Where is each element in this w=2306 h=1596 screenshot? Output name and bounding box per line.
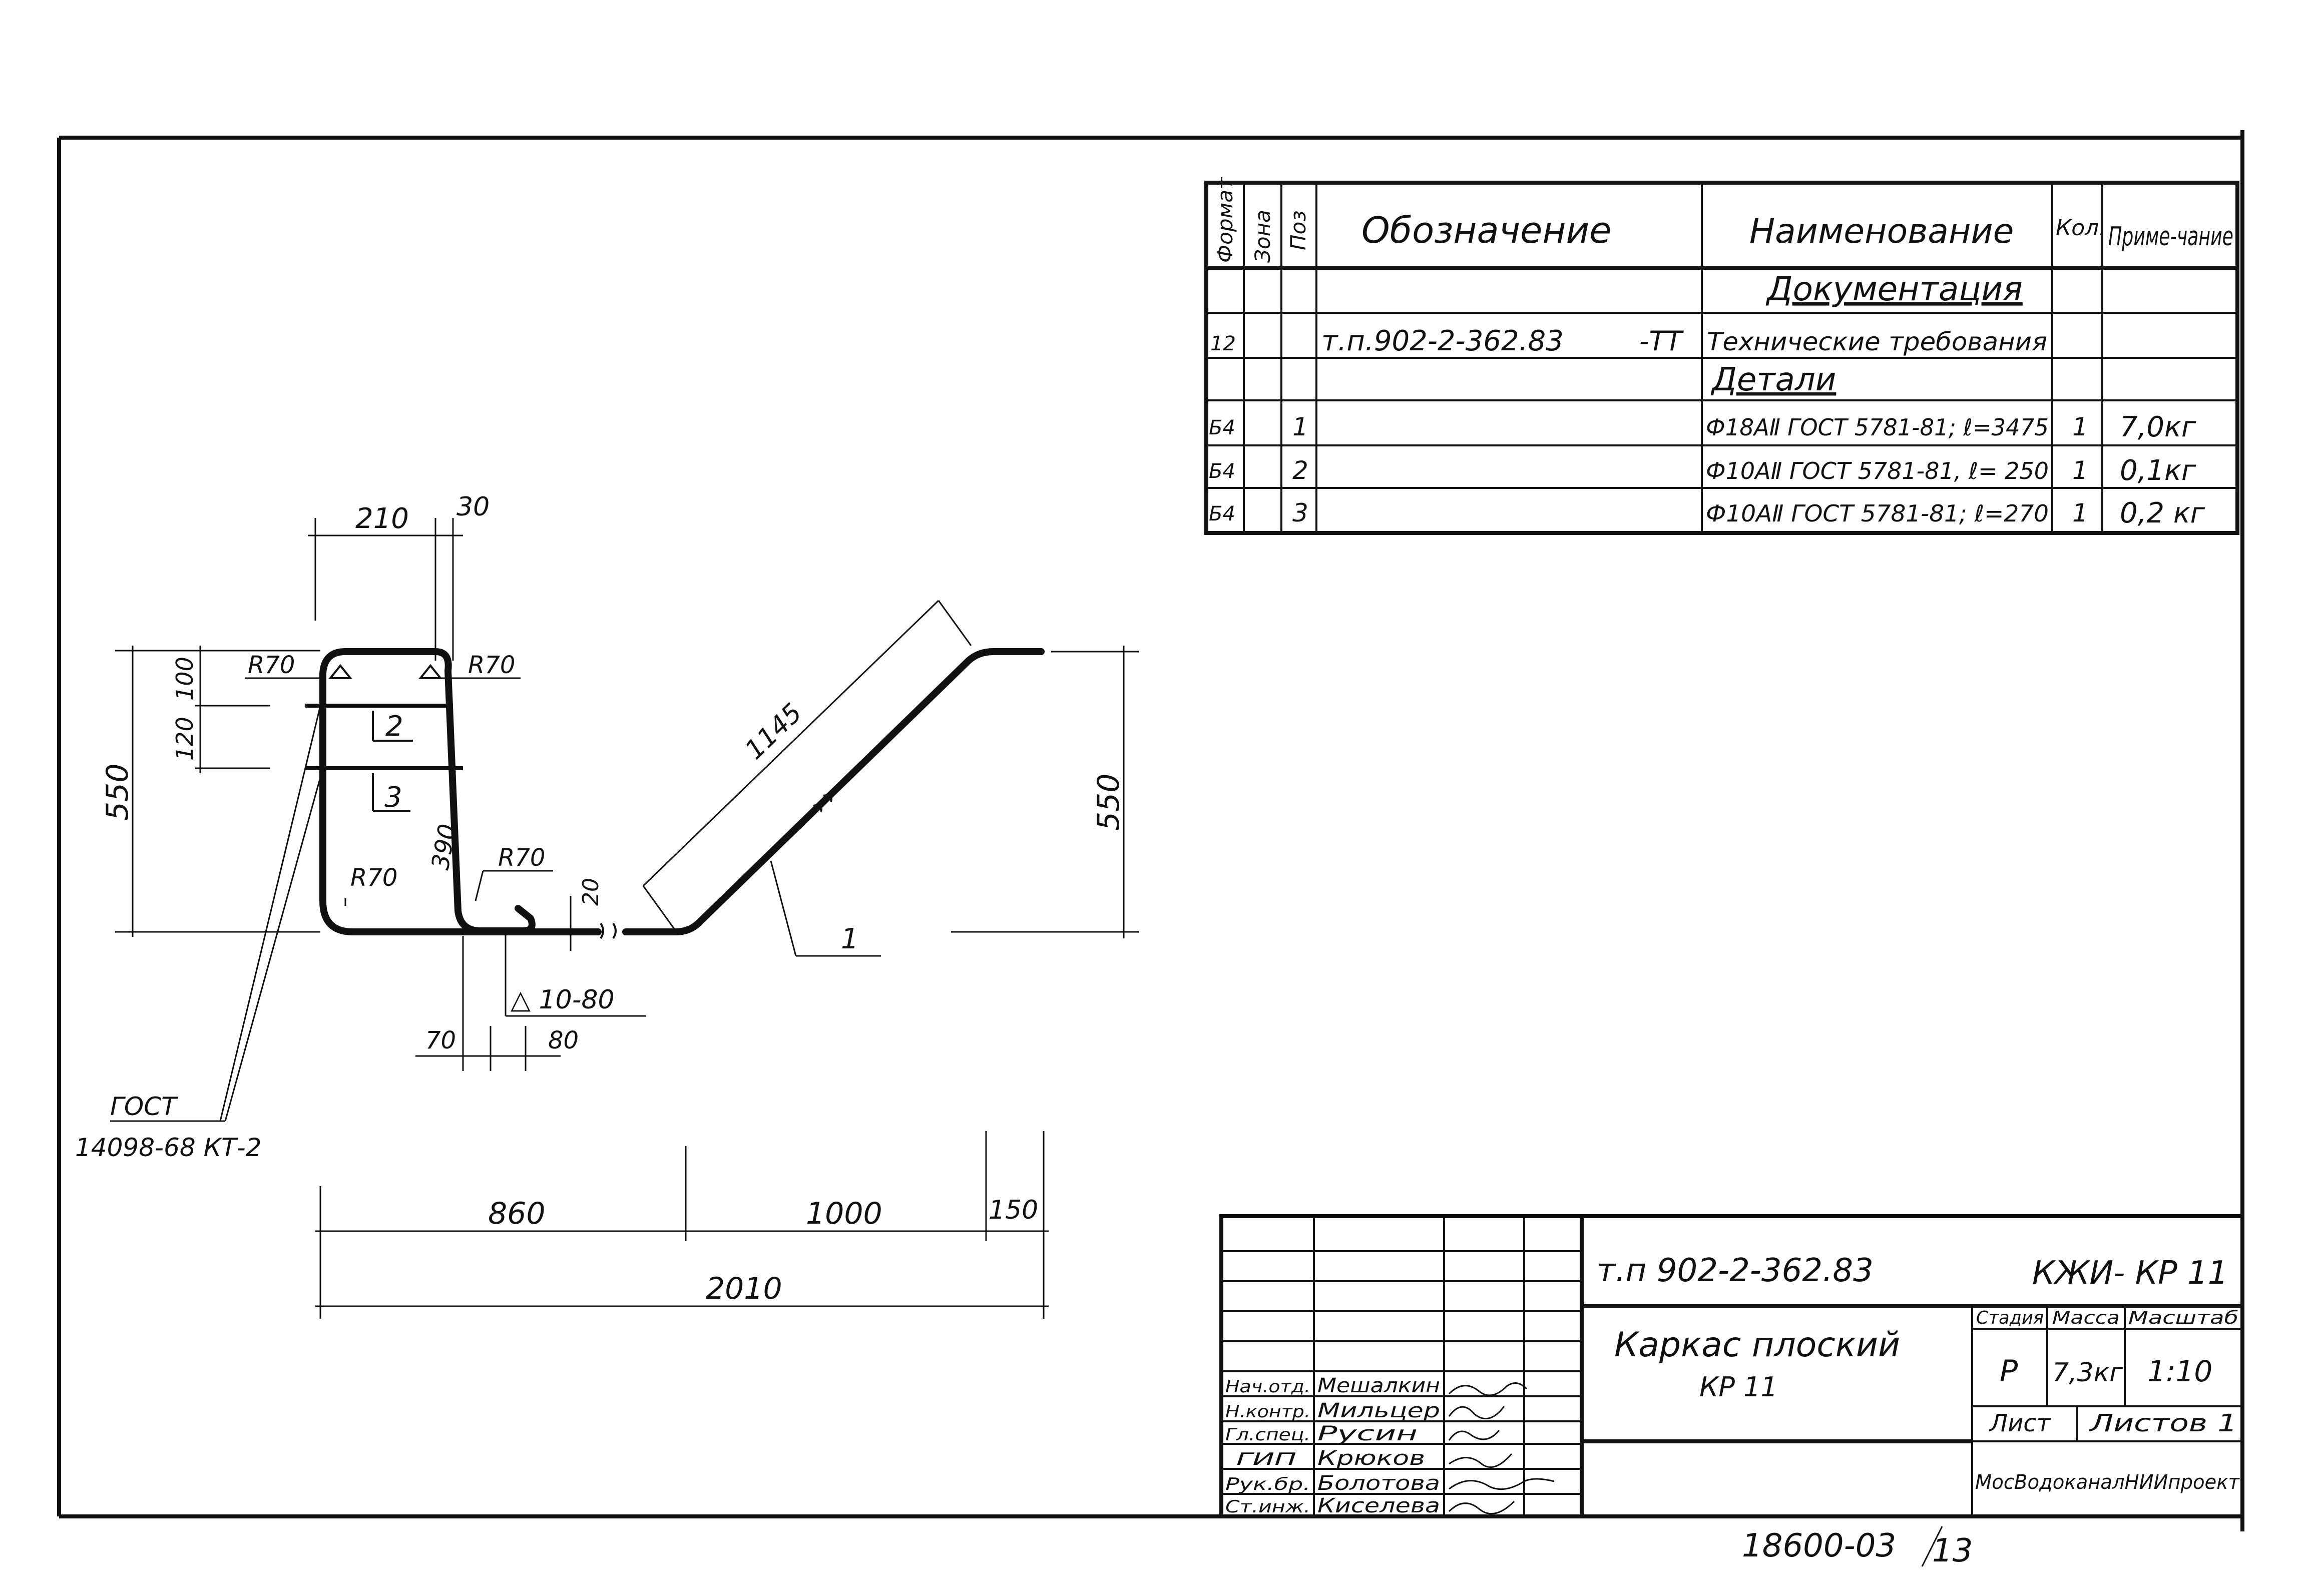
row-2-name: Ф10АⅡ ГОСТ 5781-81, ℓ= 250	[1706, 457, 2049, 484]
dim-70: 70	[425, 1026, 456, 1054]
dim-210: 210	[355, 502, 409, 535]
doc-code: т.п 902-2-362.83	[1597, 1252, 1874, 1289]
dim-120: 120	[171, 717, 198, 761]
archive-number: 18600-03	[1742, 1527, 1896, 1564]
header-format: Формат	[1213, 177, 1237, 263]
row-3-note: 0,2 кг	[2120, 497, 2205, 529]
dim-550-right: 550	[1091, 773, 1126, 831]
dim-150: 150	[989, 1195, 1038, 1225]
row-3-format: Б4	[1209, 502, 1235, 525]
sheet-code: КЖИ- КР 11	[2032, 1255, 2228, 1292]
header-designation: Обозначение	[1361, 209, 1612, 251]
dim-2010: 2010	[706, 1271, 782, 1306]
signature-rows: Нач.отд. Мешалкин Н.контр. Мильцер Гл.сп…	[1225, 1374, 1440, 1517]
row-1-name: Ф18АⅡ ГОСТ 5781-81; ℓ=3475	[1706, 414, 2049, 441]
r70-top-right: R70	[468, 651, 515, 679]
dim-1145: 1145	[739, 698, 808, 765]
row-1-pos: 1	[1292, 412, 1308, 441]
pos-2-label: 2	[385, 710, 403, 743]
dim-1000: 1000	[806, 1196, 882, 1231]
title-line-1: Каркас плоский	[1614, 1325, 1900, 1365]
dim-80: 80	[548, 1026, 579, 1054]
stage-value: Р	[2000, 1354, 2018, 1389]
dim-100: 100	[171, 657, 198, 701]
rebar-drawing: 2 3 210 30 R70 R70 100 120 550 390	[75, 492, 1139, 1319]
doc-row-suffix: -ТТ	[1639, 325, 1684, 357]
sig-name-1: Мешалкин	[1317, 1374, 1440, 1397]
sig-role-5: Рук.бр.	[1225, 1474, 1310, 1494]
pos-1-label: 1	[841, 923, 859, 955]
row-2-format: Б4	[1209, 460, 1235, 483]
row-2-qty: 1	[2072, 456, 2088, 485]
row-1-format: Б4	[1209, 416, 1235, 439]
dim-550-left: 550	[100, 763, 135, 821]
row-3-pos: 3	[1292, 498, 1308, 527]
sig-name-6: Киселева	[1317, 1494, 1440, 1517]
sig-name-2: Мильцер	[1317, 1399, 1440, 1422]
main-bar-incline	[622, 648, 1045, 935]
r70-mid: R70	[498, 844, 545, 872]
sheet-label: Лист	[1989, 1409, 2052, 1437]
row-1-qty: 1	[2072, 412, 2088, 441]
sig-role-3: Гл.спец.	[1225, 1425, 1310, 1445]
pos-3-label: 3	[384, 781, 402, 814]
spec-table: Формат Зона Поз Обозначение Наименование…	[1204, 177, 2239, 535]
sig-role-6: Ст.инж.	[1225, 1497, 1310, 1517]
sheets-label: Листов 1	[2088, 1409, 2237, 1437]
header-pos: Поз	[1286, 210, 1310, 250]
row-2-note: 0,1кг	[2120, 454, 2196, 487]
r70-top-left: R70	[248, 651, 295, 679]
title-block: т.п 902-2-362.83 КЖИ- КР 11 Каркас плоск…	[1219, 1214, 2244, 1518]
sig-role-4: ГИП	[1236, 1449, 1296, 1469]
main-bar	[342, 648, 536, 934]
sig-role-1: Нач.отд.	[1225, 1377, 1310, 1397]
dim-30: 30	[456, 492, 490, 522]
col-mass: Масса	[2052, 1308, 2120, 1328]
doc-row-format: 12	[1210, 332, 1236, 355]
page-number: 13	[1932, 1532, 1973, 1569]
doc-row-designation: т.п.902-2-362.83	[1321, 325, 1564, 357]
col-stage: Стадия	[1976, 1308, 2044, 1328]
dim-20: 20	[578, 878, 604, 906]
row-1-note: 7,0кг	[2120, 411, 2196, 443]
spec-row-1: Б4 1 Ф18АⅡ ГОСТ 5781-81; ℓ=3475 1 7,0кг	[1209, 411, 2196, 443]
section-documentation: Документация	[1765, 270, 2023, 308]
sig-role-2: Н.контр.	[1225, 1402, 1310, 1422]
doc-row-name: Технические требования	[1707, 327, 2047, 356]
row-2-pos: 2	[1292, 456, 1308, 485]
pos-3-callout: 3	[372, 773, 410, 814]
header-zone: Зона	[1250, 210, 1275, 263]
col-scale: Масштаб	[2128, 1308, 2238, 1328]
header-qty: Кол.	[2056, 215, 2106, 241]
mass-value: 7,3кг	[2052, 1358, 2123, 1388]
spec-row-2: Б4 2 Ф10АⅡ ГОСТ 5781-81, ℓ= 250 1 0,1кг	[1209, 454, 2196, 487]
gost-line-2: 14098-68 КТ-2	[75, 1133, 262, 1162]
sig-name-3: Русин	[1317, 1422, 1418, 1445]
scale-value: 1:10	[2147, 1354, 2212, 1388]
title-line-2: КР 11	[1699, 1371, 1778, 1403]
r70-bottom: R70	[350, 864, 397, 892]
gost-line-1: ГОСТ	[110, 1092, 178, 1121]
header-note: Приме-чание	[2108, 222, 2233, 252]
spec-row-3: Б4 3 Ф10АⅡ ГОСТ 5781-81; ℓ=270 1 0,2 кг	[1209, 497, 2205, 529]
section-parts: Детали	[1710, 361, 1836, 398]
pos-2-callout: 2	[372, 710, 413, 743]
signature-scribbles	[1448, 1382, 1555, 1515]
sig-name-5: Болотова	[1317, 1472, 1440, 1495]
header-name: Наименование	[1749, 212, 2014, 251]
main-bar-left-leg	[319, 648, 602, 935]
organization: МосВодоканалНИИпроект	[1975, 1471, 2240, 1494]
dim-860: 860	[488, 1196, 546, 1231]
row-3-qty: 1	[2072, 498, 2088, 527]
row-3-name: Ф10АⅡ ГОСТ 5781-81; ℓ=270	[1706, 500, 2049, 527]
sig-name-4: Крюков	[1317, 1447, 1425, 1470]
weld-label: △ 10-80	[511, 985, 615, 1015]
